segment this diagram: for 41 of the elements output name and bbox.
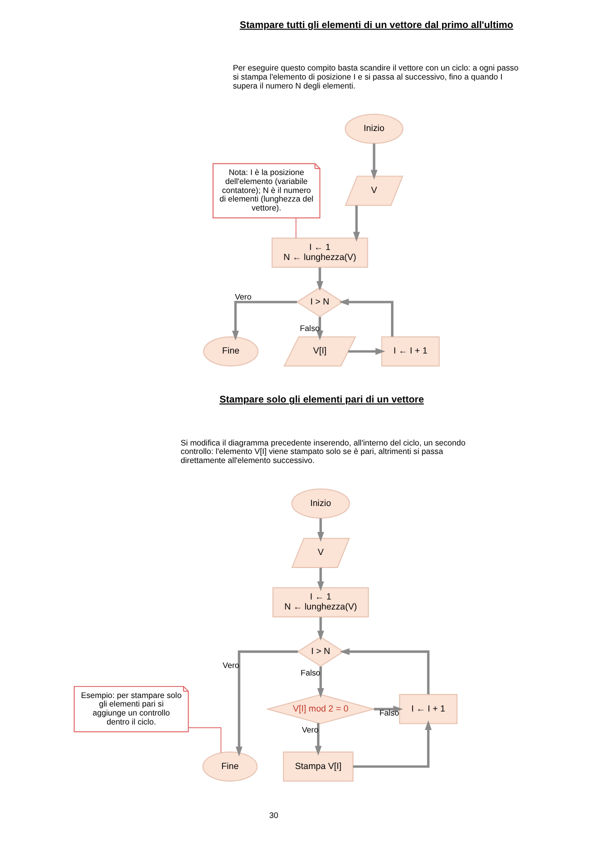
- arrow: [339, 648, 429, 694]
- arrow: [370, 144, 377, 180]
- node-ellipse: Inizio: [290, 488, 350, 519]
- arrow: [316, 568, 324, 592]
- node-ellipse: Inizio: [344, 114, 403, 144]
- node-box: I ← 1 N ← lunghezza(V): [272, 587, 368, 618]
- label: Stampare solo gli elementi pari di un vettore: [219, 394, 424, 406]
- connector: [188, 727, 221, 754]
- edge-label: Falso: [299, 324, 320, 333]
- edge-label: Falso: [300, 668, 320, 678]
- edge-label: Vero: [301, 726, 318, 735]
- arrow: [373, 706, 403, 713]
- arrow: [316, 617, 324, 641]
- arrow: [316, 518, 324, 542]
- node-diamond: I > N: [296, 286, 344, 318]
- arrow: [316, 316, 323, 340]
- arrow: [316, 666, 324, 698]
- node-box: I ← 1 N ← lunghezza(V): [271, 238, 368, 268]
- node-box: I ← I + 1: [380, 336, 440, 366]
- label: Stampare tutti gli elementi di un vettore dal primo all'ultimo: [239, 20, 513, 31]
- node-ellipse: Fine: [202, 336, 258, 366]
- arrow: [314, 723, 322, 756]
- node-ellipse: Fine: [202, 752, 258, 782]
- arrow: [235, 650, 298, 756]
- node-box: Stampa V[I]: [282, 752, 354, 782]
- edge-label: Vero: [222, 660, 239, 670]
- arrow: [338, 298, 393, 337]
- connector: [295, 218, 296, 238]
- arrow: [316, 267, 323, 291]
- node-diamond: I > N: [296, 636, 344, 667]
- label: Si modifica il diagramma precedente inserendo, all'interno del ciclo, un secondo controllo: l'elemento V[I] viene stampato solo se è pari, altrimenti si passa direttamente all'elemento successivo.: [180, 438, 466, 466]
- arrow: [348, 348, 385, 355]
- arrow: [352, 720, 432, 768]
- arrow: [232, 300, 297, 341]
- label: Per eseguire questo compito basta scandire il vettore con un ciclo: a ogni passo si stampa l'elemento di posizione I e si passa al successivo, fino a quando I supera il numero N degli elementi.: [232, 64, 518, 90]
- edge-label: Falso: [378, 708, 399, 718]
- edge-label: Vero: [234, 292, 251, 302]
- node-box: I ← I + 1: [398, 694, 457, 724]
- label: 30: [268, 810, 278, 820]
- arrow: [352, 205, 360, 242]
- node-diamond: V[I] mod 2 = 0: [265, 694, 375, 724]
